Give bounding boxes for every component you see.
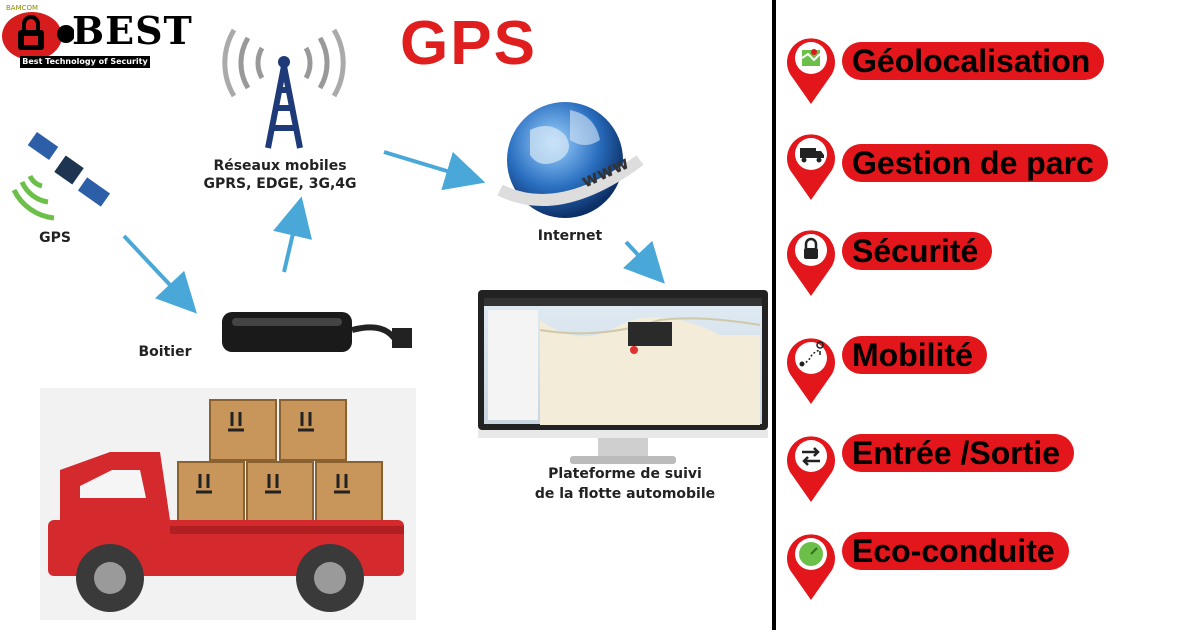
flow-arrows <box>122 150 665 314</box>
feature-label: Géolocalisation <box>842 42 1105 80</box>
device-label: Boitier <box>138 344 192 360</box>
company-logo: BAMCOM BEST Best Technology of Security <box>2 4 192 68</box>
map-icon <box>787 38 835 104</box>
feature-entree-sortie: Entrée /Sortie <box>784 428 1184 508</box>
feature-label: Entrée /Sortie <box>842 434 1075 472</box>
internet-label: Internet <box>537 228 603 244</box>
platform-label-line2: de la flotte automobile <box>534 486 716 502</box>
route-icon <box>787 338 835 404</box>
platform-label-line1: Plateforme de suivi <box>548 466 702 482</box>
feature-label: Sécurité <box>842 232 993 270</box>
feature-eco-conduite: Eco-conduite <box>784 526 1184 606</box>
eco-gauge-icon <box>787 534 835 600</box>
network-label-line2: GPRS, EDGE, 3G,4G <box>203 176 357 192</box>
feature-mobilite: Mobilité <box>784 330 1184 410</box>
truck-icon <box>787 134 835 200</box>
feature-securite: Sécurité <box>784 222 1184 302</box>
vertical-divider <box>772 0 776 630</box>
diagram-panel: BAMCOM BEST Best Technology of Security … <box>2 4 768 620</box>
satellite-icon <box>11 131 111 221</box>
network-label-line1: Réseaux mobiles <box>213 158 347 174</box>
feature-label: Gestion de parc <box>842 144 1108 182</box>
gps-label: GPS <box>39 230 71 246</box>
feature-label: Eco-conduite <box>842 532 1069 570</box>
monitor-icon <box>478 290 768 464</box>
logo-emblem <box>2 12 74 60</box>
globe-icon: www <box>497 102 644 218</box>
page-title: GPS <box>400 9 537 78</box>
logo-brand: BEST <box>72 8 193 53</box>
lock-icon <box>787 230 835 296</box>
features-panel <box>776 0 1200 630</box>
diagram-graphics: www <box>11 28 768 620</box>
arrows-exchange-icon <box>787 436 835 502</box>
feature-label: Mobilité <box>842 336 987 374</box>
gps-device-icon <box>222 312 412 352</box>
feature-gestion-parc: Gestion de parc <box>784 126 1184 206</box>
truck-illustration <box>40 388 416 620</box>
cell-tower-icon <box>222 28 346 149</box>
logo-small-text: BAMCOM <box>6 4 39 12</box>
feature-geolocalisation: Géolocalisation <box>784 30 1184 110</box>
logo-tagline: Best Technology of Security <box>20 56 150 68</box>
